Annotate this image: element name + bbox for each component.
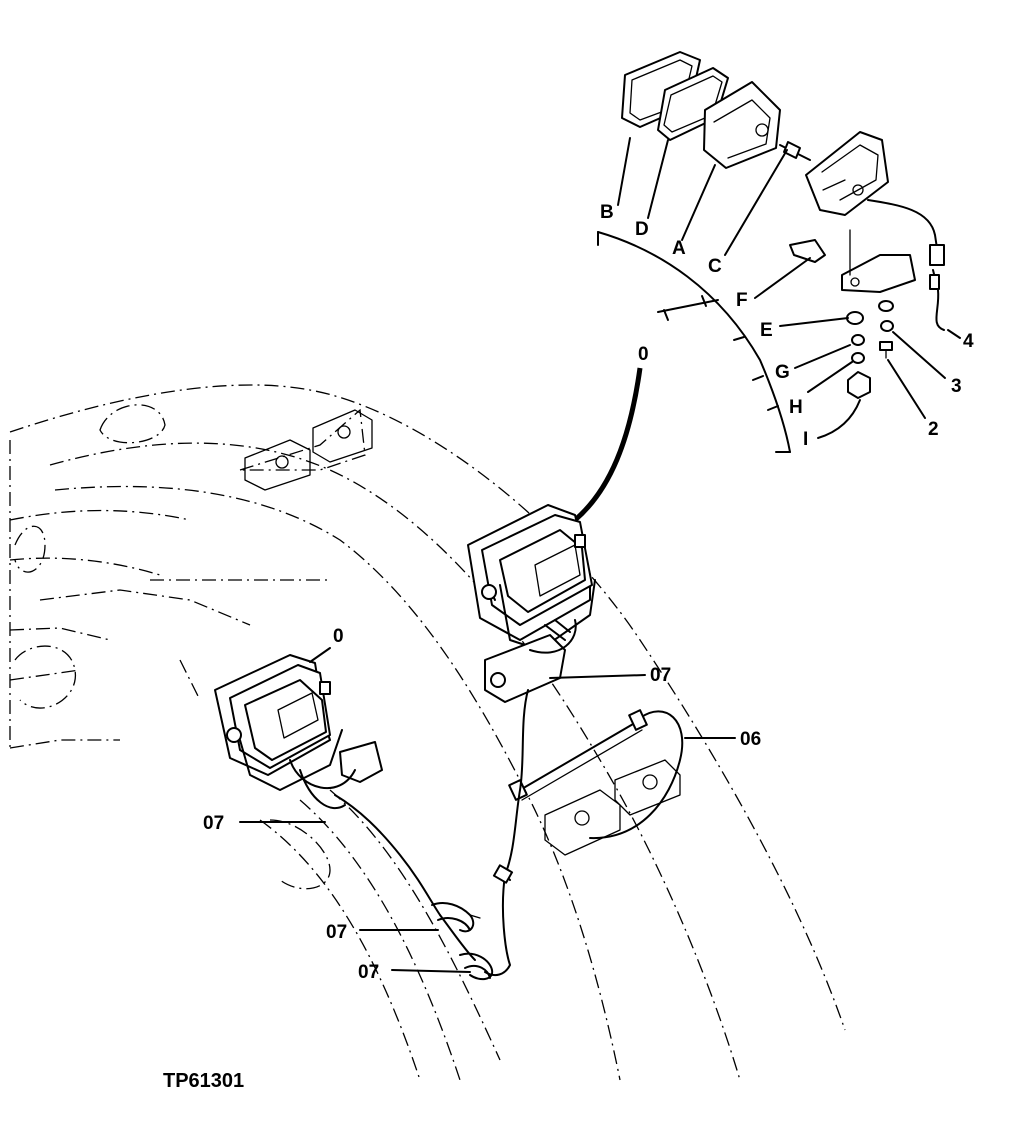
hardware-stack (846, 300, 894, 399)
callout-07-lower-1: 07 (326, 922, 347, 943)
callout-07-left: 07 (203, 813, 224, 834)
callout-2: 2 (928, 419, 939, 440)
mounted-lamp-upper (467, 504, 596, 703)
leader-fan (597, 137, 961, 453)
mounting-pad-upper (244, 409, 373, 491)
callout-b: B (600, 202, 614, 223)
callout-3: 3 (951, 376, 962, 397)
leader-lines-mounted (239, 647, 736, 973)
machine-body-phantom (9, 384, 846, 1081)
callout-d: D (635, 219, 649, 240)
callout-a: A (672, 238, 686, 259)
callout-e: E (760, 320, 773, 341)
callout-h: H (789, 397, 803, 418)
callout-f: F (736, 290, 748, 311)
callout-07-upper: 07 (650, 665, 671, 686)
mounting-pad-lower (544, 759, 681, 856)
bracket (841, 229, 945, 331)
wiring-harness (334, 689, 684, 981)
lamp-housing (805, 131, 945, 266)
figure-id: TP61301 (163, 1070, 244, 1092)
bulb-c (779, 141, 811, 161)
callout-07-lower-2: 07 (358, 962, 379, 983)
callout-0-exploded: 0 (638, 344, 649, 365)
callout-06: 06 (740, 729, 761, 750)
callout-4: 4 (963, 331, 974, 352)
leader-heavy-cable (573, 367, 643, 522)
bolt-f (789, 239, 826, 263)
callout-g: G (775, 362, 790, 383)
callout-0-lamp: 0 (333, 626, 344, 647)
callout-c: C (708, 256, 722, 277)
mounted-lamp-lower (214, 654, 383, 810)
lamp-lens-a (703, 81, 781, 169)
callout-i: I (803, 429, 808, 450)
